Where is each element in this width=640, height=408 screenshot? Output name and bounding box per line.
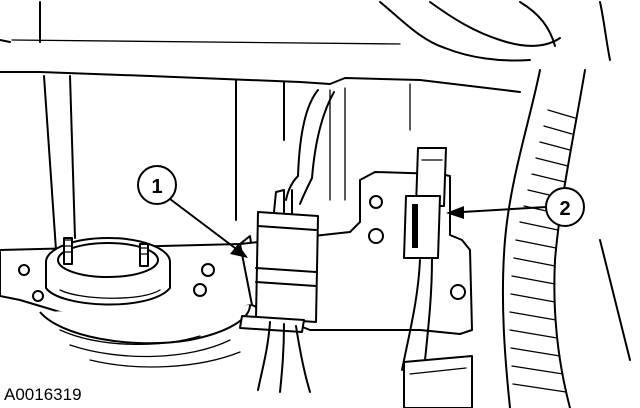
wire-harness-bundle xyxy=(501,69,631,408)
connector-1 xyxy=(239,89,335,393)
callout-number: 2 xyxy=(559,198,570,220)
bracket-hole xyxy=(193,283,207,297)
bracket-hole xyxy=(201,263,215,277)
callout-1: 1 xyxy=(137,165,248,258)
leader-arrowhead xyxy=(230,244,248,258)
leader-line xyxy=(461,206,547,213)
leader-line xyxy=(169,198,236,249)
leader-arrowhead xyxy=(446,206,464,219)
figure-id-label: A0016319 xyxy=(4,385,82,404)
bracket-hole xyxy=(18,264,30,276)
bracket-hole xyxy=(32,290,44,302)
bracket-hole xyxy=(450,284,466,300)
callout-2: 2 xyxy=(446,187,585,227)
body-panel xyxy=(0,1,611,221)
support-post xyxy=(43,75,76,251)
connector-2 xyxy=(401,147,473,408)
bracket-hole xyxy=(368,228,384,244)
callout-number: 1 xyxy=(151,176,162,198)
bracket-hole xyxy=(369,195,383,209)
pulley-motor xyxy=(39,237,251,368)
